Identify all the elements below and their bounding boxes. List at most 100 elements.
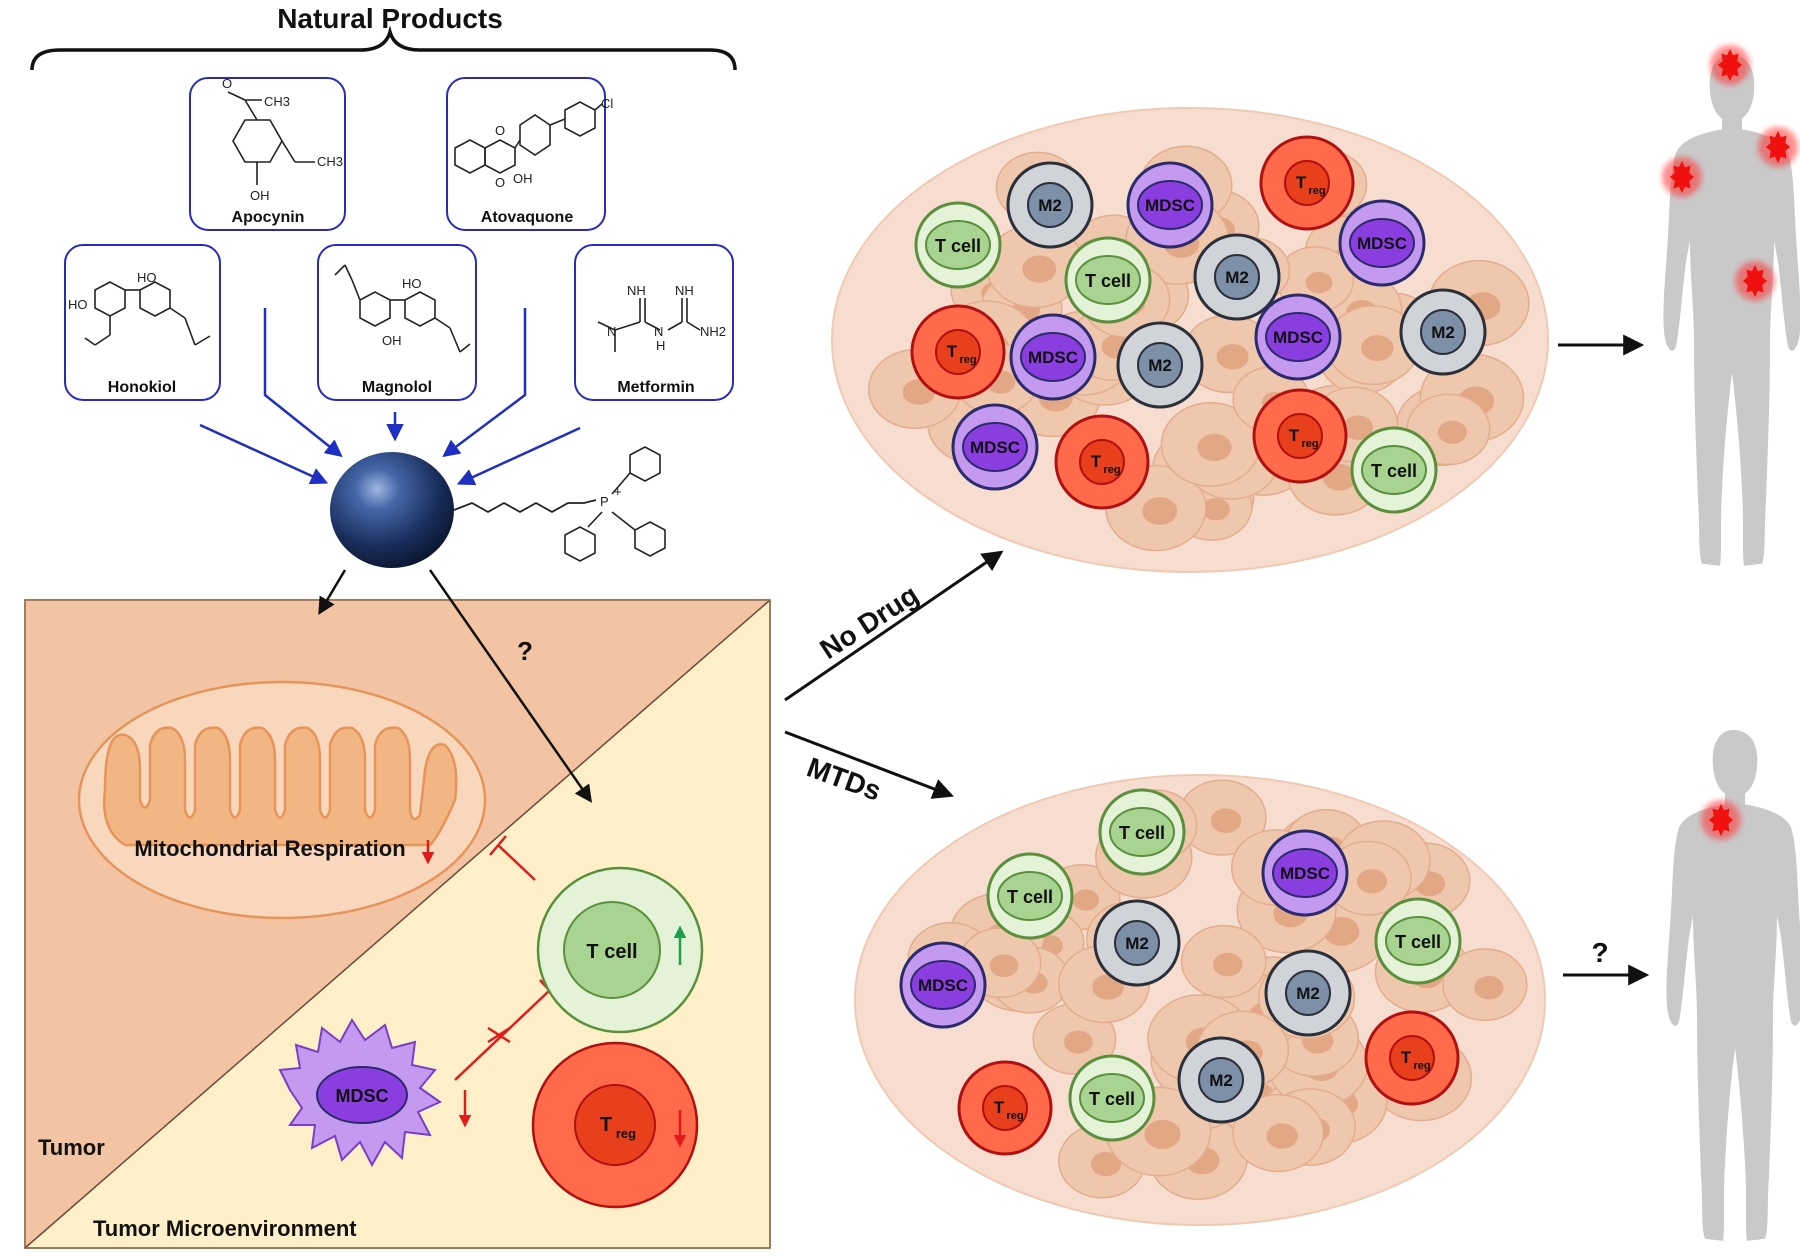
mtds-arrow [784,730,954,799]
tcell-cell: T cell [914,201,1002,289]
mdsc-cell: MDSC [951,403,1039,491]
treg-label-sub: reg [959,354,976,366]
tme-treg-label-main: T [600,1114,612,1136]
metformin-group-nh2: NH2 [700,324,726,339]
tumor-spot [1742,264,1768,298]
m2-cell: M2 [1006,161,1094,249]
mdsc-label: MDSC [1280,864,1330,883]
apocynin-group-ch3: CH3 [264,94,290,109]
m2-label: M2 [1296,984,1320,1003]
no-drug-label: No Drug [814,579,924,665]
tumor-cell-nucleus [989,954,1019,978]
compound-to-nanoparticle-arrows [199,308,581,486]
m2-cell: M2 [1399,288,1487,376]
mdsc-label: MDSC [1028,348,1078,367]
question-mark-tme: ? [517,636,533,666]
metformin-group-n-2: N [654,324,663,339]
treg-label-main: T [994,1098,1005,1117]
metformin-group-nh-2: NH [675,283,694,298]
tme-label: Tumor Microenvironment [93,1216,357,1241]
tumor-cell-nucleus [1202,498,1230,521]
m2-label: M2 [1148,356,1172,375]
patient-metastatic [1662,45,1800,566]
m2-label: M2 [1225,268,1249,287]
honokiol-group-ho-top: HO [137,270,157,285]
tcell-cell: T cell [1350,426,1438,514]
mdsc-cell: MDSC [899,941,987,1029]
apocynin-group-o: O [222,76,232,91]
tumor-spot [1669,160,1695,194]
tcell-label: T cell [1007,887,1053,907]
tumor-cell-nucleus [1072,889,1100,911]
m2-label: M2 [1125,934,1149,953]
magnolol-group-ho: HO [402,276,422,291]
inhibition-lines [454,835,559,1081]
tumor-label: Tumor [38,1135,105,1160]
magnolol-label: Magnolol [362,379,432,396]
natural-products-bracket [30,25,737,71]
mitochondrion [77,680,487,920]
atovaquone-group-oh: OH [513,171,533,186]
apocynin-label: Apocynin [232,209,305,226]
tumor-cell-nucleus [1356,869,1388,894]
human-silhouette [1666,730,1800,1241]
mdsc-cell: MDSC [1254,293,1342,381]
tme-mdsc: MDSC [278,1018,443,1168]
tumor-cell-nucleus [1090,1151,1122,1177]
treg-label-sub: reg [1301,438,1318,450]
atovaquone-group-o-bottom: O [495,175,505,190]
tcell-label: T cell [1089,1089,1135,1109]
metformin-group-n: N [607,324,616,339]
tcell-cell: T cell [986,852,1074,940]
tumor-cell-nucleus [1210,808,1242,833]
tumor-spot [1708,803,1734,837]
mdsc-label: MDSC [1357,234,1407,253]
m2-cell: M2 [1093,899,1181,987]
tumor-spot [1765,130,1791,164]
treg-label-sub: reg [1308,185,1325,197]
mdsc-label: MDSC [1273,328,1323,347]
tumor-cell-nucleus [1144,1119,1181,1150]
tumor-cell-nucleus [1142,497,1178,526]
tcell-label: T cell [1119,823,1165,843]
mito-targeted-nanoparticle: P + [330,446,666,568]
compound-honokiol: HO HO Honokiol [64,244,221,401]
treg-label-main: T [947,342,958,361]
apocynin-group-och3: CH3 [317,154,343,169]
mtds-label: MTDs [803,752,885,807]
tpp-charge: + [614,484,622,499]
tumor-cell-nucleus [1266,1123,1298,1149]
tumor-cell-nucleus [1197,433,1232,462]
no-drug-arrow [784,550,1004,702]
mdsc-label: MDSC [1145,196,1195,215]
tumor-cell-nucleus [1063,1030,1093,1054]
treg-label-main: T [1296,173,1307,192]
atovaquone-group-o-top: O [495,123,505,138]
mdsc-label: MDSC [918,976,968,995]
tcell-cell: T cell [1374,897,1462,985]
patient-treated [1666,730,1800,1241]
tumor-cell-nucleus [1216,344,1249,370]
treg-label-sub: reg [1413,1060,1430,1072]
compound-atovaquone: Cl O O OH Atovaquone [446,77,613,231]
tumor-cell-nucleus [1342,415,1374,440]
tumor-spot [1717,48,1743,82]
tcell-cell: T cell [1068,1054,1156,1142]
atovaquone-label: Atovaquone [481,209,574,226]
apocynin-group-oh: OH [250,188,270,203]
compound-magnolol: HO OH Magnolol [317,244,477,401]
tcell-label: T cell [1085,271,1131,291]
tumor-cell-nucleus [1361,335,1394,362]
tme-treg-label-sub: reg [616,1126,636,1141]
treg-label-sub: reg [1103,464,1120,476]
honokiol-label: Honokiol [108,379,176,396]
magnolol-group-oh: OH [382,333,402,348]
m2-label: M2 [1038,196,1062,215]
mdsc-cell: MDSC [1261,829,1349,917]
metformin-group-h: H [656,338,665,353]
m2-label: M2 [1209,1071,1233,1090]
